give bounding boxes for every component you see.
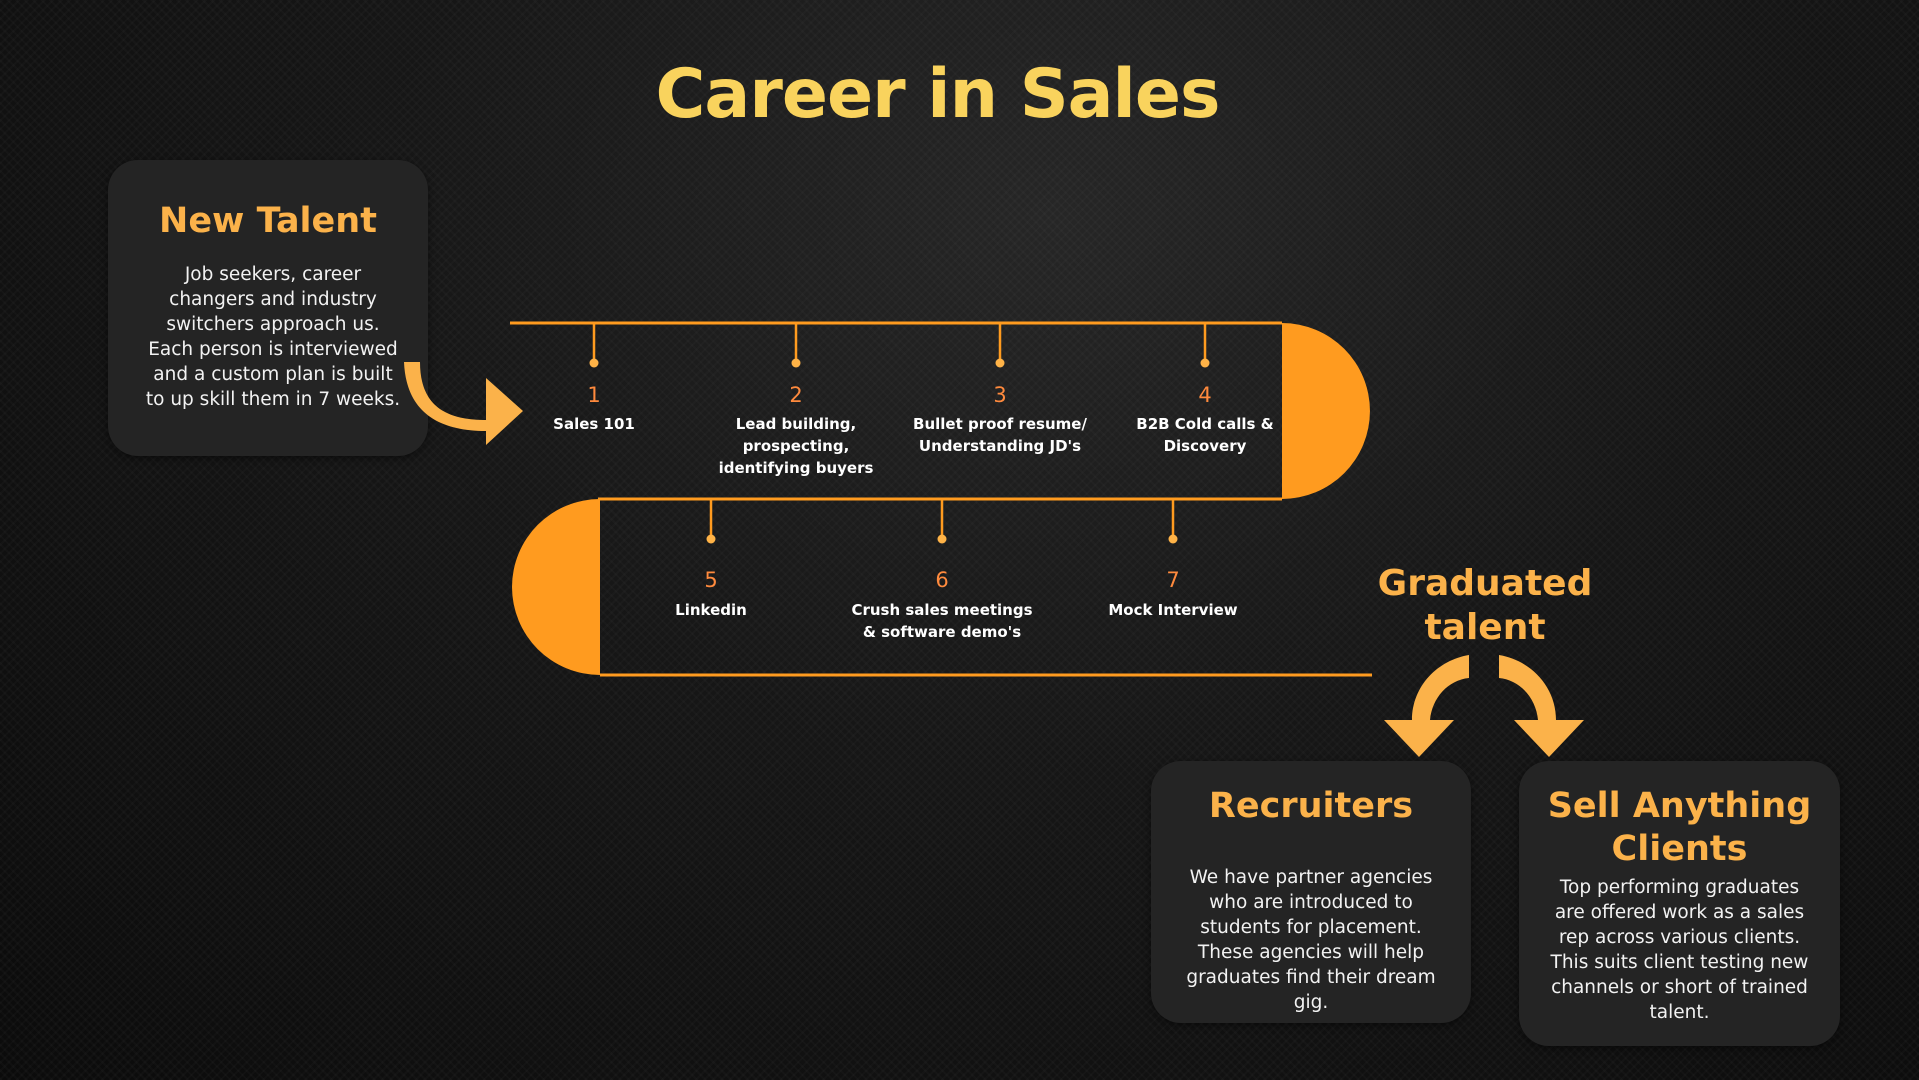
clients-description: Top performing graduates are offered wor… [1550,877,1809,1023]
split-arrow-left-icon [1384,655,1469,757]
step-marker-2 [791,323,801,368]
step-label-6: Crush sales meetings & software demo's [851,601,1033,641]
step-marker-4 [1200,323,1210,368]
step-number-7: 7 [1166,568,1180,592]
step-marker-1 [589,323,599,368]
step-label-2: Lead building, prospecting, identifying … [718,415,874,477]
step-label-3: Bullet proof resume/ Understanding JD's [913,415,1087,455]
entry-curve-arrow-icon [404,362,523,445]
step-marker-6 [937,499,947,544]
step-number-2: 2 [789,383,803,407]
step-number-3: 3 [993,383,1007,407]
track-right-cap [1282,323,1370,499]
new-talent-description: Job seekers, career changers and industr… [145,264,401,410]
new-talent-card: New Talent Job seekers, career changers … [108,160,428,456]
step-marker-3 [995,323,1005,368]
clients-title: Sell Anything Clients [1547,786,1812,869]
track-left-cap [512,499,600,675]
step-number-6: 6 [935,568,949,592]
page-title: Career in Sales [655,55,1221,134]
step-marker-7 [1168,499,1178,544]
recruiters-card: Recruiters We have partner agencies who … [1151,761,1471,1023]
graduated-talent-label: Graduated talent [1377,563,1593,648]
step-label-4: B2B Cold calls & Discovery [1136,415,1274,455]
new-talent-title: New Talent [159,201,377,241]
recruiters-description: We have partner agencies who are introdu… [1186,867,1436,1013]
clients-card: Sell Anything Clients Top performing gra… [1519,761,1840,1046]
step-number-1: 1 [587,383,601,407]
step-number-5: 5 [704,568,718,592]
step-label-5: Linkedin [675,601,747,619]
step-number-4: 4 [1198,383,1212,407]
step-label-1: Sales 101 [553,415,635,433]
recruiters-title: Recruiters [1208,786,1414,826]
split-arrow-right-icon [1499,655,1584,757]
step-marker-5 [706,499,716,544]
step-label-7: Mock Interview [1108,601,1238,619]
